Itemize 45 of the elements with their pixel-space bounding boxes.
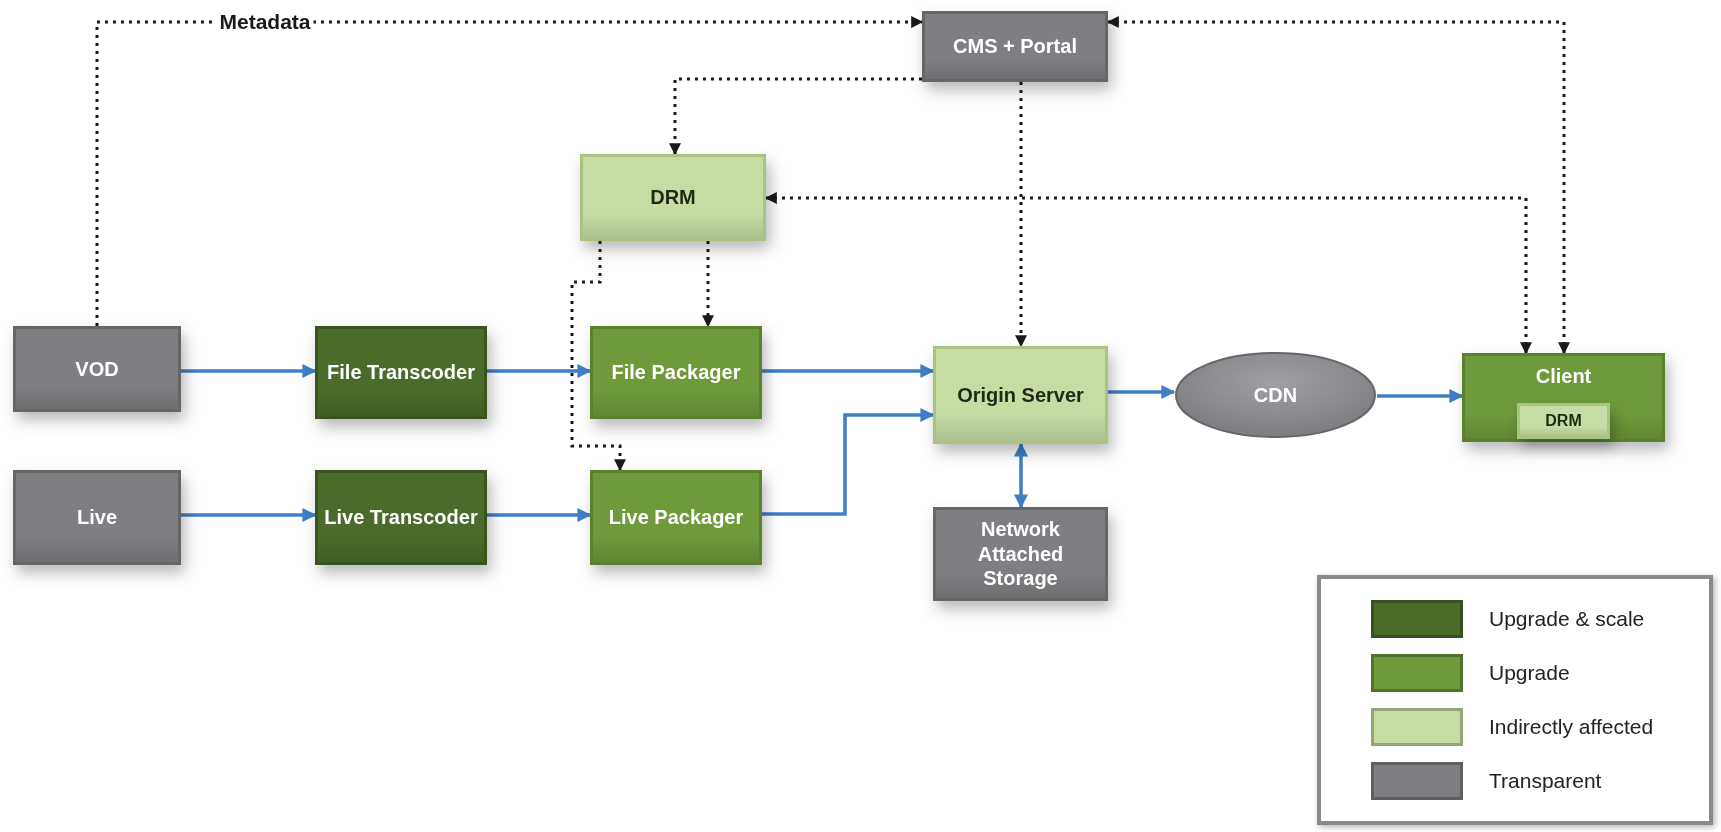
node-label: VOD xyxy=(75,356,119,382)
dotted-arrow xyxy=(570,241,626,472)
legend-label: Indirectly affected xyxy=(1489,715,1654,739)
node-label: File Transcoder xyxy=(327,360,475,385)
arrow xyxy=(1377,389,1464,403)
node-label: Network Attached Storage xyxy=(976,517,1065,591)
node-label: Live Packager xyxy=(608,505,744,530)
arrow xyxy=(762,364,935,378)
process-box xyxy=(590,470,762,565)
dotted-arrow xyxy=(1015,82,1027,348)
node-label: Client xyxy=(1535,364,1592,389)
process-box xyxy=(1517,403,1610,439)
process-box xyxy=(922,11,1108,82)
process-box xyxy=(315,326,487,419)
arrow xyxy=(487,508,592,522)
process-box xyxy=(933,507,1108,601)
node-label: Live Transcoder xyxy=(324,505,478,530)
process-box xyxy=(1462,353,1665,442)
dotted-arrow xyxy=(1106,16,1570,355)
process-box xyxy=(933,346,1108,444)
dotted-arrow xyxy=(669,77,922,156)
node-label: Origin Server xyxy=(957,382,1084,408)
arrow xyxy=(181,364,317,378)
node-label: CMS + Portal xyxy=(953,34,1077,59)
legend-label: Upgrade xyxy=(1489,661,1570,685)
process-box xyxy=(590,326,762,419)
process-box xyxy=(13,326,181,412)
node-label: DRM xyxy=(1545,411,1582,431)
arrow xyxy=(487,364,592,378)
dotted-arrow xyxy=(702,241,714,328)
legend-label: Transparent xyxy=(1489,769,1602,793)
process-box xyxy=(580,154,766,241)
legend-label: Upgrade & scale xyxy=(1489,607,1645,631)
node-label: CDN xyxy=(1253,382,1298,408)
process-box xyxy=(13,470,181,565)
arrow xyxy=(1108,385,1176,399)
arrow xyxy=(762,408,935,516)
arrow xyxy=(181,508,317,522)
dotted-arrow xyxy=(764,192,1532,355)
dotted-arrow xyxy=(95,16,924,326)
node-label: Live xyxy=(77,505,117,530)
node-label: File Packager xyxy=(611,360,741,385)
arrow xyxy=(1014,442,1028,509)
node-label: DRM xyxy=(650,185,696,210)
process-box xyxy=(315,470,487,565)
